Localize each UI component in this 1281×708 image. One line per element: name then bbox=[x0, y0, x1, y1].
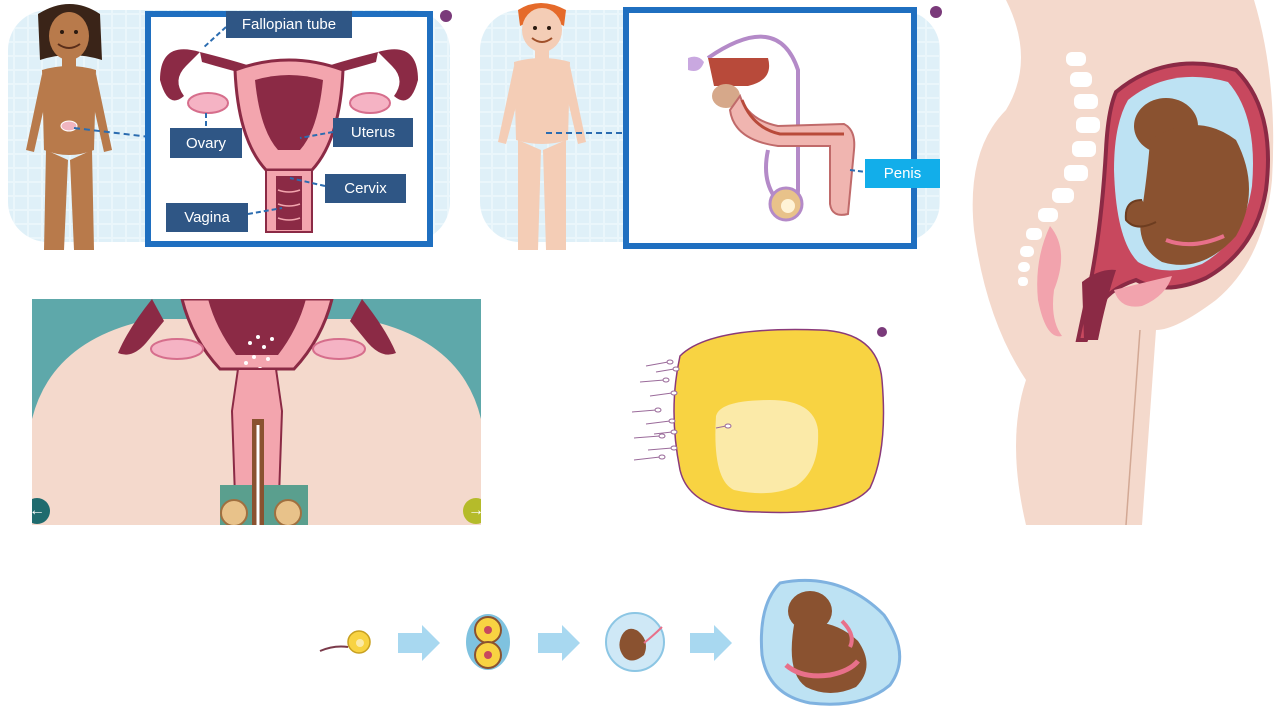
label-vagina: Vagina bbox=[166, 203, 248, 232]
arrow-right-icon bbox=[538, 625, 580, 661]
label-ovary: Ovary bbox=[170, 128, 242, 158]
egg-nucleus bbox=[715, 400, 818, 493]
egg-icon bbox=[348, 631, 370, 653]
fertilization-path-illustration bbox=[32, 299, 481, 525]
development-sequence-illustration bbox=[310, 575, 910, 708]
corner-marker bbox=[930, 6, 942, 18]
label-cervix: Cervix bbox=[325, 174, 406, 203]
label-penis: Penis bbox=[865, 159, 940, 188]
label-uterus: Uterus bbox=[333, 118, 413, 147]
fertilization-path-panel: ← → bbox=[32, 299, 481, 525]
corner-marker bbox=[877, 327, 887, 337]
egg-sperm-illustration bbox=[620, 320, 890, 516]
arrow-right-icon bbox=[690, 625, 732, 661]
two-cell-embryo-icon bbox=[466, 614, 510, 670]
corner-marker bbox=[440, 10, 452, 22]
embryo-icon bbox=[606, 613, 664, 671]
egg-sperm-panel bbox=[620, 320, 890, 516]
fetus-icon bbox=[761, 580, 899, 704]
label-fallopian-tube: Fallopian tube bbox=[226, 11, 352, 38]
female-anatomy-panel: Fallopian tube Ovary Uterus Cervix Vagin… bbox=[0, 0, 452, 250]
development-sequence bbox=[310, 575, 910, 708]
pregnancy-panel bbox=[966, 0, 1281, 525]
male-anatomy-illustration bbox=[478, 0, 942, 250]
pregnancy-illustration bbox=[966, 0, 1281, 525]
arrow-right-icon bbox=[398, 625, 440, 661]
male-anatomy-panel: Penis bbox=[478, 0, 942, 250]
